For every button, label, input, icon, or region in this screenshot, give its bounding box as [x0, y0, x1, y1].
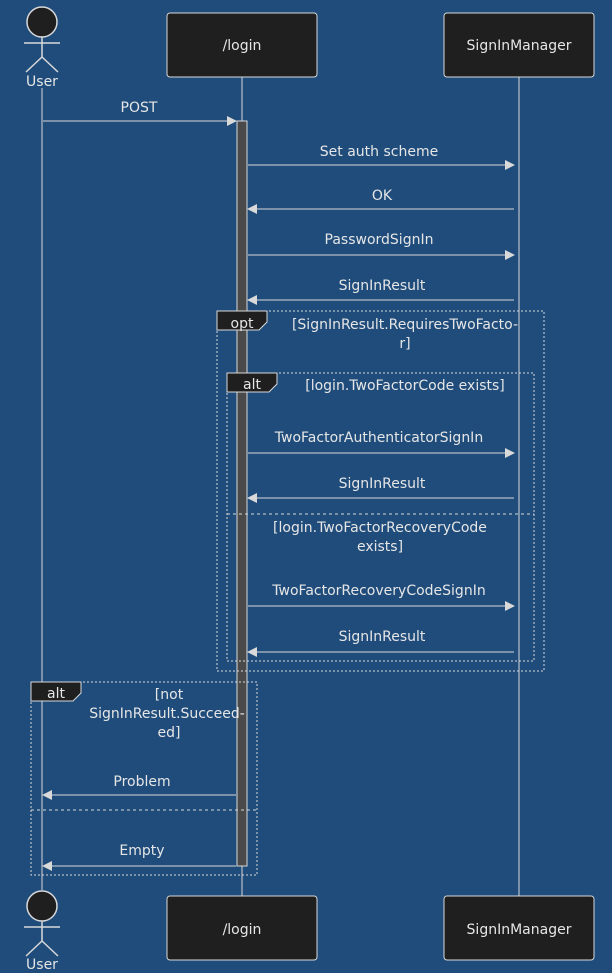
- alt-outer-condition-line3: ed]: [158, 725, 181, 741]
- message-ok: OK: [247, 188, 514, 214]
- message-password-signin: PasswordSignIn: [248, 232, 515, 260]
- participant-signin-manager-label-bottom: SignInManager: [467, 922, 572, 938]
- message-empty: Empty: [42, 843, 236, 871]
- message-problem: Problem: [42, 774, 236, 800]
- message-set-auth-scheme: Set auth scheme: [248, 144, 515, 170]
- user-actor-top: User: [24, 6, 60, 90]
- user-label-bottom: User: [26, 957, 58, 973]
- message-ok-label: OK: [372, 188, 393, 204]
- message-two-factor-recovery-signin: TwoFactorRecoveryCodeSignIn: [248, 583, 515, 611]
- alt-outer-keyword: alt: [47, 686, 65, 702]
- alt-outer-condition-line1: [not: [155, 687, 184, 703]
- participant-signin-manager-top: SignInManager: [443, 12, 595, 78]
- message-signin-result-2: SignInResult: [247, 476, 514, 503]
- message-two-factor-auth-signin-label: TwoFactorAuthenticatorSignIn: [274, 430, 483, 446]
- login-activation-bar: [236, 120, 248, 867]
- participant-login-label-bottom: /login: [223, 922, 262, 938]
- participant-login-bottom: /login: [166, 895, 318, 961]
- alt-outer-condition-line2: SignInResult.Succeed-: [89, 706, 245, 722]
- participant-login-top: /login: [166, 12, 318, 78]
- message-signin-result-2-label: SignInResult: [339, 476, 426, 492]
- opt-keyword: opt: [231, 316, 254, 332]
- message-signin-result-1-label: SignInResult: [339, 278, 426, 294]
- message-problem-label: Problem: [113, 774, 170, 790]
- alt-inner-fragment: alt [login.TwoFactorCode exists] [login.…: [226, 372, 535, 662]
- message-empty-label: Empty: [119, 843, 164, 859]
- message-password-signin-label: PasswordSignIn: [325, 232, 434, 248]
- message-post-label: POST: [121, 100, 158, 116]
- opt-condition-line1: [SignInResult.RequiresTwoFacto-: [292, 317, 518, 333]
- user-label-top: User: [26, 74, 58, 90]
- alt-inner-else-line1: [login.TwoFactorRecoveryCode: [273, 520, 487, 536]
- message-signin-result-3: SignInResult: [247, 629, 514, 657]
- alt-inner-else-line2: exists]: [357, 539, 403, 555]
- message-signin-result-1: SignInResult: [247, 278, 514, 305]
- alt-outer-fragment: alt [not SignInResult.Succeed- ed]: [30, 681, 258, 876]
- message-two-factor-recovery-signin-label: TwoFactorRecoveryCodeSignIn: [271, 583, 485, 599]
- message-set-auth-scheme-label: Set auth scheme: [320, 144, 438, 160]
- participant-login-label-top: /login: [223, 38, 262, 54]
- alt-inner-keyword: alt: [243, 377, 261, 393]
- participant-signin-manager-label-top: SignInManager: [467, 38, 572, 54]
- alt-inner-condition: [login.TwoFactorCode exists]: [305, 378, 505, 394]
- participant-signin-manager-bottom: SignInManager: [443, 895, 595, 961]
- opt-fragment: opt [SignInResult.RequiresTwoFacto- r]: [216, 310, 545, 672]
- message-two-factor-auth-signin: TwoFactorAuthenticatorSignIn: [248, 430, 515, 458]
- message-post: POST: [43, 100, 237, 126]
- user-actor-bottom: User: [24, 890, 60, 973]
- message-signin-result-3-label: SignInResult: [339, 629, 426, 645]
- opt-condition-line2: r]: [399, 336, 410, 352]
